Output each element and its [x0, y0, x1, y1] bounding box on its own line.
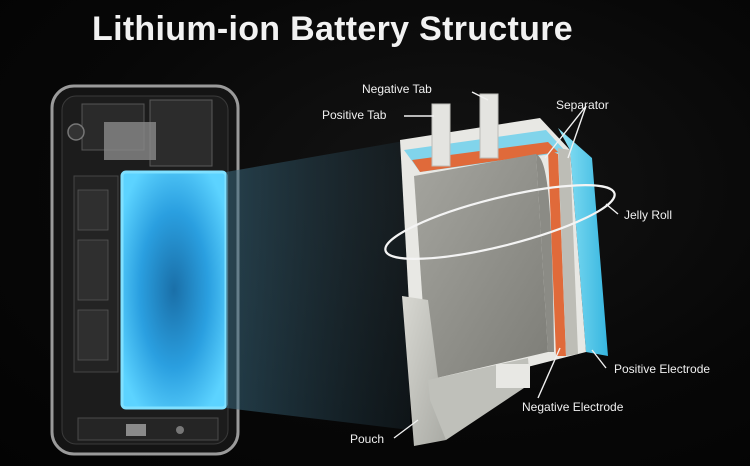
label-negative-electrode: Negative Electrode — [522, 400, 624, 414]
label-pouch: Pouch — [350, 432, 385, 446]
phone-illustration — [50, 84, 240, 456]
battery-cross-section — [384, 93, 616, 446]
label-negative-tab: Negative Tab — [362, 82, 432, 96]
label-positive-electrode: Positive Electrode — [614, 362, 711, 376]
page-title: Lithium-ion Battery Structure — [92, 10, 573, 48]
projection-beam — [226, 140, 410, 430]
label-jelly-roll: Jelly Roll — [624, 208, 673, 222]
label-separator: Separator — [556, 98, 609, 112]
label-positive-tab: Positive Tab — [322, 108, 387, 122]
leader-lines — [393, 91, 619, 439]
